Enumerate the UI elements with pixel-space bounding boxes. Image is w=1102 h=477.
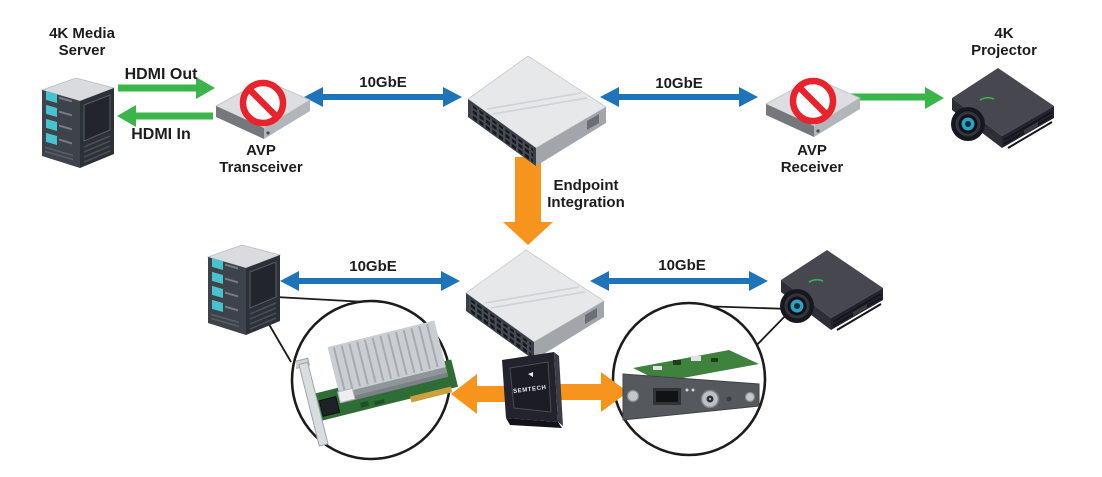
drive-bay-icon [212, 257, 238, 313]
receiver-label: AVP Receiver [780, 142, 844, 176]
receiver-to-projector-arrow [851, 87, 944, 109]
ethernet-arrow-top-right [600, 87, 758, 107]
projector-icon [951, 68, 1054, 149]
projector-icon [780, 250, 883, 331]
network-switch-icon [467, 55, 607, 166]
ethernet-arrow-top-left [304, 87, 462, 107]
avp-transceiver-icon [215, 79, 311, 139]
endpoint-integration-label: Endpoint Integration [547, 177, 625, 211]
semtech-chip: SEMTECH [502, 352, 563, 428]
nic-card-image [296, 320, 459, 447]
semtech-logo-icon [528, 372, 533, 377]
hdmi-out-arrow [118, 77, 215, 99]
transceiver-label: AVP Transceiver [219, 142, 303, 176]
link-label-top-right: 10GbE [655, 75, 703, 92]
endpoint-integration-arrow [503, 157, 553, 245]
link-label-bottom-left: 10GbE [349, 258, 397, 275]
prohibition-icon [789, 77, 837, 125]
ethernet-arrow-bottom-left [280, 271, 460, 291]
prohibition-icon [239, 79, 287, 127]
network-switch-icon [465, 249, 605, 360]
hdmi-in-arrow [117, 105, 213, 127]
link-label-top-left: 10GbE [359, 74, 407, 91]
media-server-icon [206, 244, 282, 335]
lens-icon [780, 289, 814, 323]
chip-brand-text: SEMTECH [513, 385, 547, 395]
drive-bay-icon [46, 90, 72, 146]
lens-icon [951, 107, 985, 141]
link-label-bottom-right: 10GbE [658, 257, 706, 274]
hdmi-out-label: HDMI Out [124, 66, 198, 83]
hdmi-in-label: HDMI In [131, 126, 191, 143]
sfp-module-image [622, 350, 760, 421]
chip-to-module-arrow [552, 372, 628, 412]
media-server-icon [40, 77, 116, 168]
avp-receiver-icon [765, 77, 861, 137]
ethernet-arrow-bottom-right [590, 271, 768, 291]
projector-label: 4K Projector [971, 25, 1037, 59]
media-server-label: 4K Media Server [49, 25, 115, 59]
